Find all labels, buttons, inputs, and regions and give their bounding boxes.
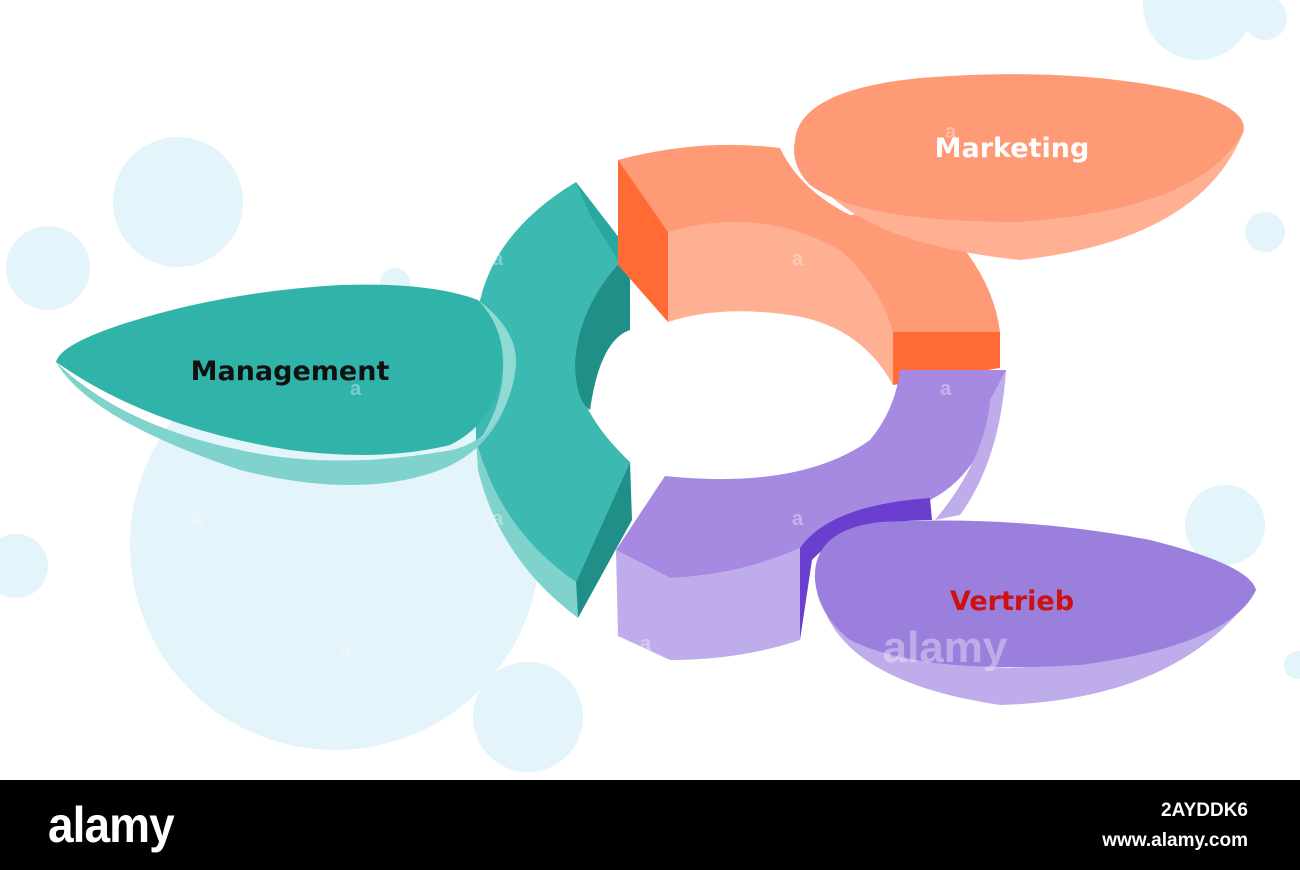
watermark-mark: a (192, 508, 204, 530)
petal-top-face (814, 520, 1256, 668)
arc-end-face (618, 160, 668, 322)
bubble (0, 534, 48, 598)
bubble (113, 137, 243, 267)
bubble (1243, 0, 1287, 40)
bubble (6, 226, 90, 310)
management-arc-segment (476, 182, 632, 618)
vertrieb-label: Vertrieb (950, 586, 1074, 617)
bubble (1185, 485, 1265, 565)
arc-top-face (616, 370, 1006, 578)
watermark-mark: a (492, 248, 504, 270)
watermark-mark: a (940, 378, 952, 400)
vertrieb-petal: Vertrieb (814, 520, 1256, 705)
marketing-label: Marketing (935, 133, 1090, 164)
petal-underside (818, 585, 1256, 705)
management-petal: Management (56, 284, 517, 485)
watermark-mark: a (945, 121, 957, 143)
arc-end-face (576, 462, 632, 618)
petal-rim-highlight (478, 300, 517, 440)
management-label: Management (191, 356, 390, 387)
watermark-mark: a (792, 248, 804, 270)
watermark-mark: a (350, 378, 362, 400)
petal-underside (800, 133, 1243, 260)
stock-footer-bar: alamy 2AYDDK6 www.alamy.com (0, 780, 1300, 870)
arc-side-face (476, 440, 578, 618)
process-cycle-diagram: Marketing Management Vertrieb alamy a a … (0, 0, 1300, 772)
alamy-logo: alamy (48, 797, 175, 853)
bubble (1284, 651, 1300, 679)
watermark-text: alamy (883, 623, 1008, 672)
image-id: 2AYDDK6 (1161, 800, 1248, 821)
petal-top-face (56, 284, 504, 455)
marketing-arc-segment (618, 144, 1000, 385)
petal-underside (56, 362, 516, 485)
arc-inner-shadow (800, 498, 932, 640)
arc-side-face (935, 370, 1006, 520)
bubble (1143, 0, 1253, 60)
vertrieb-arc-segment (616, 370, 1006, 660)
bubble (473, 662, 583, 772)
petal-top-face (794, 74, 1244, 223)
bubble (1245, 212, 1285, 252)
watermark-mark: a (492, 508, 504, 530)
arc-inner-face (668, 221, 893, 385)
footer-url: www.alamy.com (1102, 830, 1248, 851)
marketing-petal: Marketing (794, 74, 1244, 260)
arc-front-face (616, 548, 800, 660)
arc-end-face (576, 182, 630, 280)
watermark-overlay: alamy a a a a a a a a a a (192, 121, 1008, 672)
watermark-mark: a (640, 633, 652, 655)
watermark-mark: a (340, 638, 352, 660)
arc-top-face (476, 182, 630, 582)
arc-inner-wall (575, 252, 630, 410)
watermark-mark: a (792, 508, 804, 530)
